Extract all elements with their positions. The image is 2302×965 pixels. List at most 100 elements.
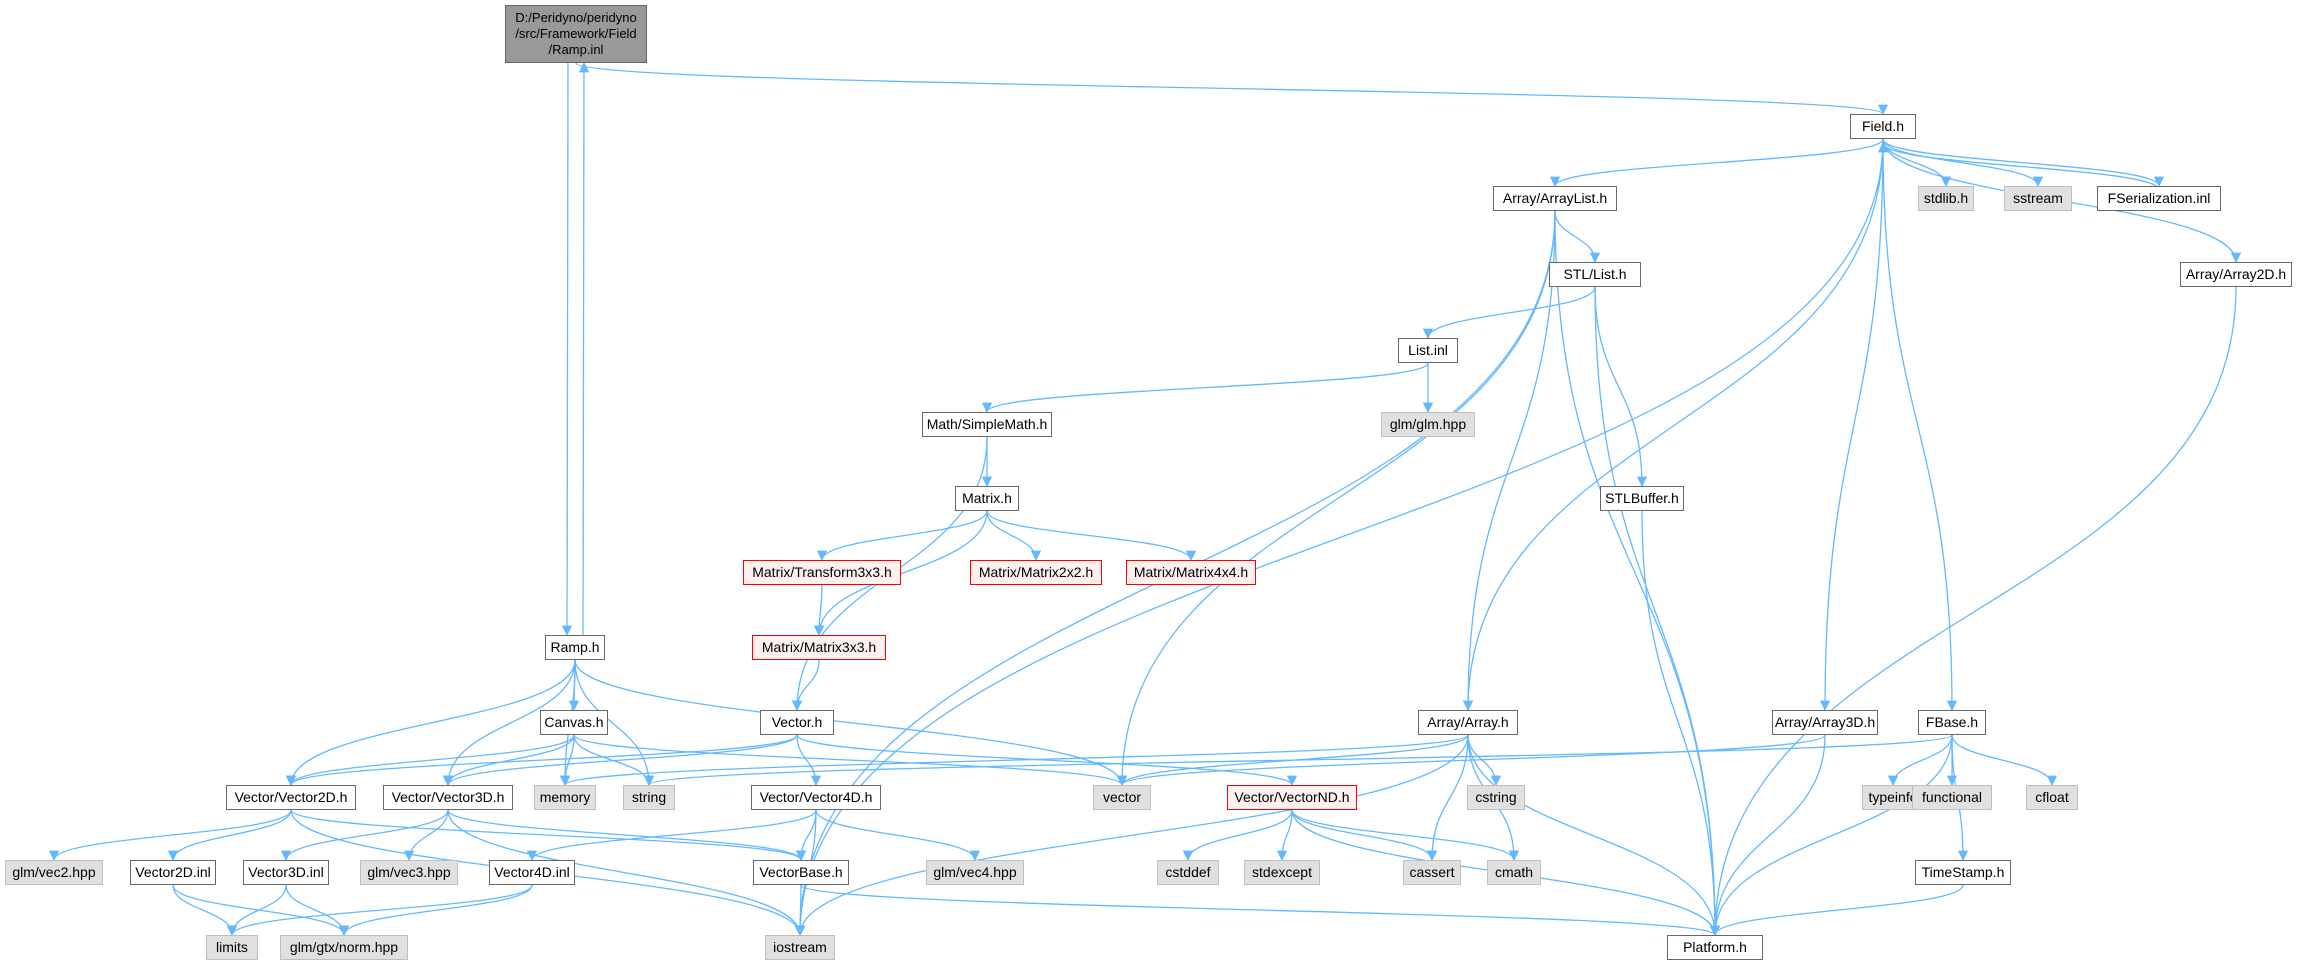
edge-vector2d-inl-to-limits	[172, 884, 238, 937]
node-vector3d-h[interactable]: Vector/Vector3D.h	[383, 785, 513, 810]
node-cstddef: cstddef	[1157, 860, 1219, 885]
node-cassert: cassert	[1403, 860, 1461, 885]
node-stdexcept: stdexcept	[1244, 860, 1320, 885]
edge-array3d-h-to-vector	[1117, 734, 1826, 787]
node-cfloat: cfloat	[2026, 785, 2078, 810]
edge-array-h-to-memory	[560, 734, 1469, 787]
root-file-node: D:/Peridyno/peridyno /src/Framework/Fiel…	[505, 5, 647, 63]
edge-fserialization-inl-to-field-h	[1877, 141, 2160, 191]
edge-field-h-to-sstream	[1882, 138, 2044, 188]
edge-fbase-h-to-string	[644, 734, 1953, 787]
edge-vector-h-to-vectornd-h	[796, 734, 1298, 787]
edge-vector3d-h-to-iostream	[447, 809, 806, 937]
edge-root-to-ramp-h	[561, 62, 573, 637]
node-timestamp-h[interactable]: TimeStamp.h	[1915, 860, 2011, 885]
node-vector4d-inl[interactable]: Vector4D.inl	[489, 860, 575, 885]
node-glm-vec2-hpp: glm/vec2.hpp	[5, 860, 103, 885]
node-vector2d-inl[interactable]: Vector2D.inl	[130, 860, 216, 885]
edge-vector3d-inl-to-limits	[226, 884, 287, 937]
node-matrix4x4-h[interactable]: Matrix/Matrix4x4.h	[1126, 560, 1256, 585]
edge-arraylist-h-to-vector	[1116, 210, 1556, 787]
edge-vector4d-inl-to-glm-gtx-norm-hpp	[338, 884, 533, 937]
edge-vector3d-h-to-vector3d-inl	[280, 809, 449, 862]
node-vector4d-h[interactable]: Vector/Vector4D.h	[751, 785, 881, 810]
node-vector2d-h[interactable]: Vector/Vector2D.h	[226, 785, 356, 810]
edge-vector3d-h-to-vectorbase-h	[447, 809, 807, 862]
edge-vector4d-h-to-glm-vec4-hpp	[815, 809, 981, 862]
node-ramp-h[interactable]: Ramp.h	[545, 635, 605, 660]
edge-field-h-to-array-h	[1462, 138, 1884, 712]
node-functional: functional	[1912, 785, 1992, 810]
edge-array-h-to-cassert	[1426, 734, 1469, 862]
node-vectornd-h[interactable]: Vector/VectorND.h	[1227, 785, 1357, 810]
edge-arraylist-h-to-stl-list-h	[1554, 210, 1601, 264]
node-vector-h[interactable]: Vector.h	[760, 710, 834, 735]
edge-vector2d-h-to-vector2d-inl	[167, 809, 292, 862]
edge-fbase-h-to-cfloat	[1951, 734, 2058, 787]
edge-vector2d-h-to-glm-vec2-hpp	[48, 809, 292, 862]
node-sstream: sstream	[2004, 186, 2072, 211]
node-glm-hpp: glm/glm.hpp	[1381, 412, 1475, 437]
node-transform3x3-h[interactable]: Matrix/Transform3x3.h	[743, 560, 901, 585]
node-field-h[interactable]: Field.h	[1850, 114, 1916, 139]
node-array-h[interactable]: Array/Array.h	[1418, 710, 1518, 735]
edge-vectornd-h-to-cstddef	[1182, 809, 1293, 862]
node-array2d-h[interactable]: Array/Array2D.h	[2180, 262, 2292, 287]
node-cmath: cmath	[1487, 860, 1541, 885]
node-list-inl[interactable]: List.inl	[1398, 338, 1458, 363]
root-path-line-3: /Ramp.inl	[548, 42, 604, 57]
edge-list-inl-to-simplemath-h	[981, 362, 1429, 414]
node-arraylist-h[interactable]: Array/ArrayList.h	[1493, 186, 1617, 211]
edge-field-h-to-arraylist-h	[1549, 138, 1884, 188]
edge-ramp-h-to-vector2d-h	[285, 659, 576, 787]
node-stl-list-h[interactable]: STL/List.h	[1549, 262, 1641, 287]
node-limits: limits	[206, 935, 258, 960]
node-simplemath-h[interactable]: Math/SimpleMath.h	[922, 412, 1052, 437]
node-fbase-h[interactable]: FBase.h	[1918, 710, 1986, 735]
edge-stlbuffer-h-to-platform-h	[1641, 510, 1721, 937]
node-fserialization-inl[interactable]: FSerialization.inl	[2097, 186, 2221, 211]
node-vector3d-inl[interactable]: Vector3D.inl	[243, 860, 329, 885]
edge-canvas-h-to-vector2d-h	[285, 734, 575, 787]
edge-ramp-h-to-vector	[574, 659, 1128, 787]
node-array3d-h[interactable]: Array/Array3D.h	[1772, 710, 1878, 735]
node-stlbuffer-h[interactable]: STLBuffer.h	[1600, 486, 1684, 511]
node-vector: vector	[1093, 785, 1151, 810]
edge-stl-list-h-to-platform-h	[1594, 286, 1721, 937]
edge-field-h-to-fserialization-inl	[1882, 138, 2165, 188]
node-matrix2x2-h[interactable]: Matrix/Matrix2x2.h	[970, 560, 1102, 585]
edge-matrix3x3-h-to-vector-h	[791, 659, 820, 712]
edge-ramp-h-to-string	[574, 659, 655, 787]
edge-matrix-h-to-matrix2x2-h	[986, 510, 1042, 562]
node-matrix-h[interactable]: Matrix.h	[955, 486, 1019, 511]
node-canvas-h[interactable]: Canvas.h	[540, 710, 608, 735]
node-platform-h[interactable]: Platform.h	[1667, 935, 1763, 960]
edge-vectornd-h-to-stdexcept	[1276, 809, 1293, 862]
edge-vector-h-to-vector3d-h	[442, 734, 798, 787]
node-cstring: cstring	[1467, 785, 1525, 810]
node-matrix3x3-h[interactable]: Matrix/Matrix3x3.h	[752, 635, 886, 660]
edge-timestamp-h-to-platform-h	[1709, 884, 1964, 937]
edge-canvas-h-to-vector	[573, 734, 1127, 787]
edge-vector3d-inl-to-glm-gtx-norm-hpp	[285, 884, 350, 937]
edge-vectorbase-h-to-iostream	[794, 884, 806, 937]
edge-ramp-h-to-root	[578, 61, 590, 636]
edge-fbase-h-to-typeinfo	[1887, 734, 1953, 787]
edge-matrix-h-to-matrix3x3-h	[813, 510, 988, 637]
edge-vector4d-h-to-vector4d-inl	[526, 809, 817, 862]
node-string: string	[623, 785, 675, 810]
edge-arraylist-h-to-platform-h	[1554, 210, 1721, 937]
node-glm-vec4-hpp: glm/vec4.hpp	[926, 860, 1024, 885]
edge-vectornd-h-to-cassert	[1291, 809, 1438, 862]
edge-vector2d-h-to-vectorbase-h	[290, 809, 807, 862]
edge-stl-list-h-to-list-inl	[1422, 286, 1596, 340]
edge-transform3x3-h-to-matrix3x3-h	[813, 584, 825, 637]
edge-vector3d-h-to-glm-vec3-hpp	[403, 809, 449, 862]
node-vectorbase-h[interactable]: VectorBase.h	[753, 860, 849, 885]
edge-matrix-h-to-transform3x3-h	[816, 510, 988, 562]
edge-array2d-h-to-platform-h	[1709, 286, 2237, 937]
edge-fbase-h-to-platform-h	[1709, 734, 1953, 937]
node-glm-vec3-hpp: glm/vec3.hpp	[360, 860, 458, 885]
edge-field-h-to-fbase-h	[1882, 138, 1958, 712]
